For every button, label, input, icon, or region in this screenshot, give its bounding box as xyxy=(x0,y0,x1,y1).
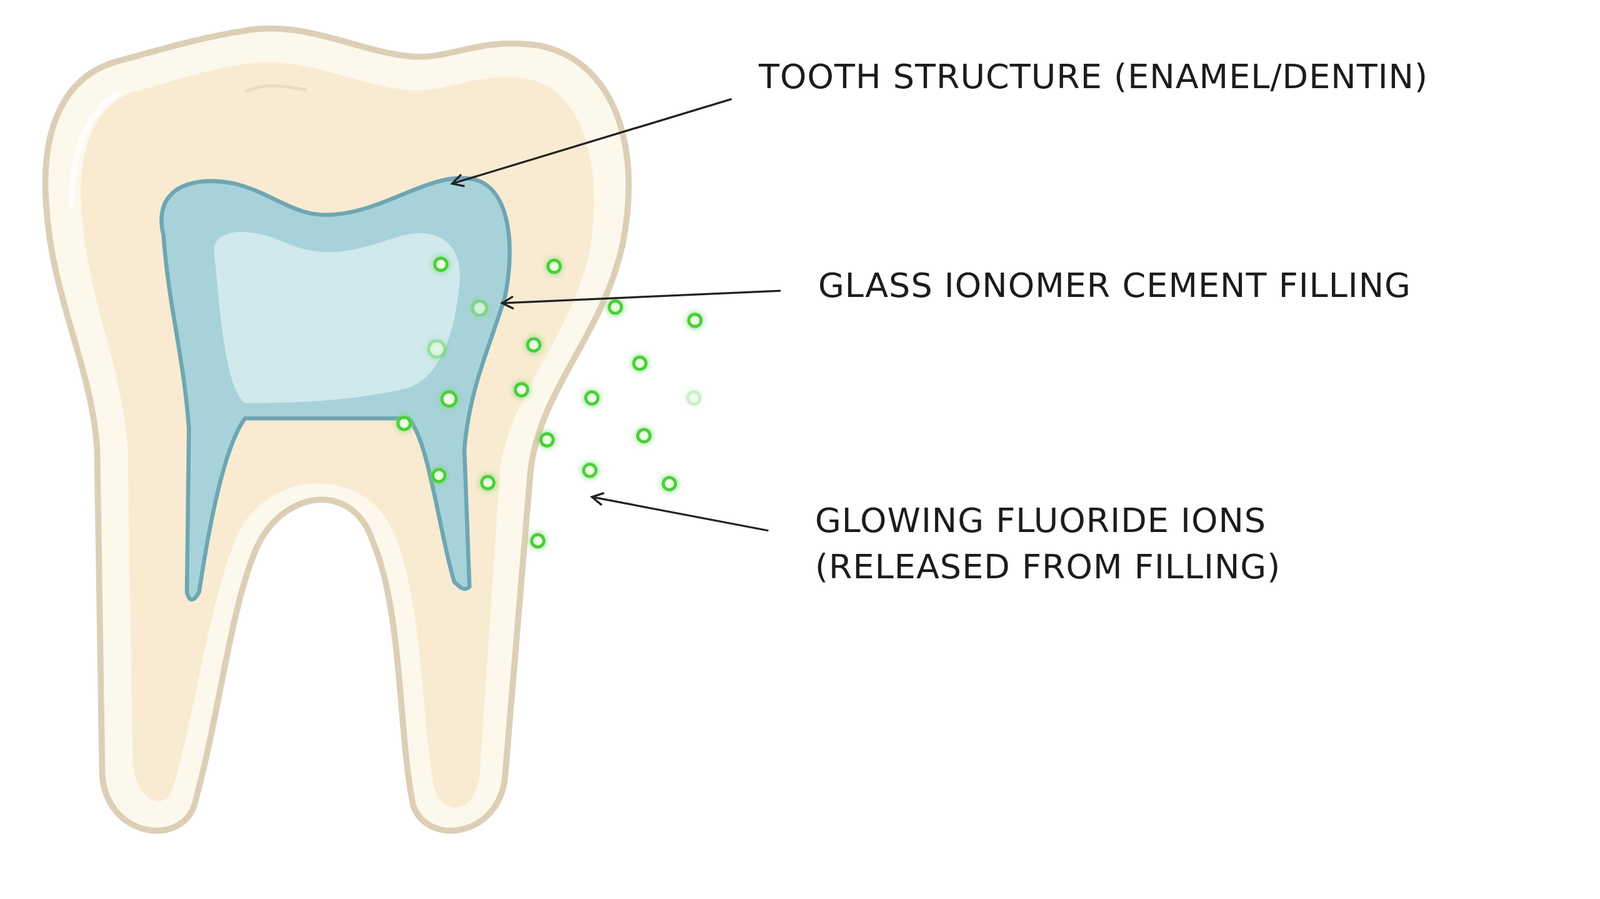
part-label: GLOWING FLUORIDE IONS (RELEASED FROM FIL… xyxy=(815,497,1365,590)
leader-arrow xyxy=(451,98,732,184)
tooth-highlight xyxy=(71,93,118,204)
filling-shape xyxy=(161,178,510,600)
part-label: GLASS IONOMER CEMENT FILLING xyxy=(818,262,1412,309)
leader-arrow xyxy=(591,496,769,531)
part-label: TOOTH STRUCTURE (ENAMEL/DENTIN) xyxy=(758,53,1429,100)
tooth-cusp-line xyxy=(245,85,307,92)
filling-inner-highlight xyxy=(213,231,460,404)
leader-arrow xyxy=(501,290,781,304)
leader-arrows xyxy=(451,98,781,530)
tooth-dentin xyxy=(80,61,594,807)
tooth-enamel xyxy=(45,28,629,831)
